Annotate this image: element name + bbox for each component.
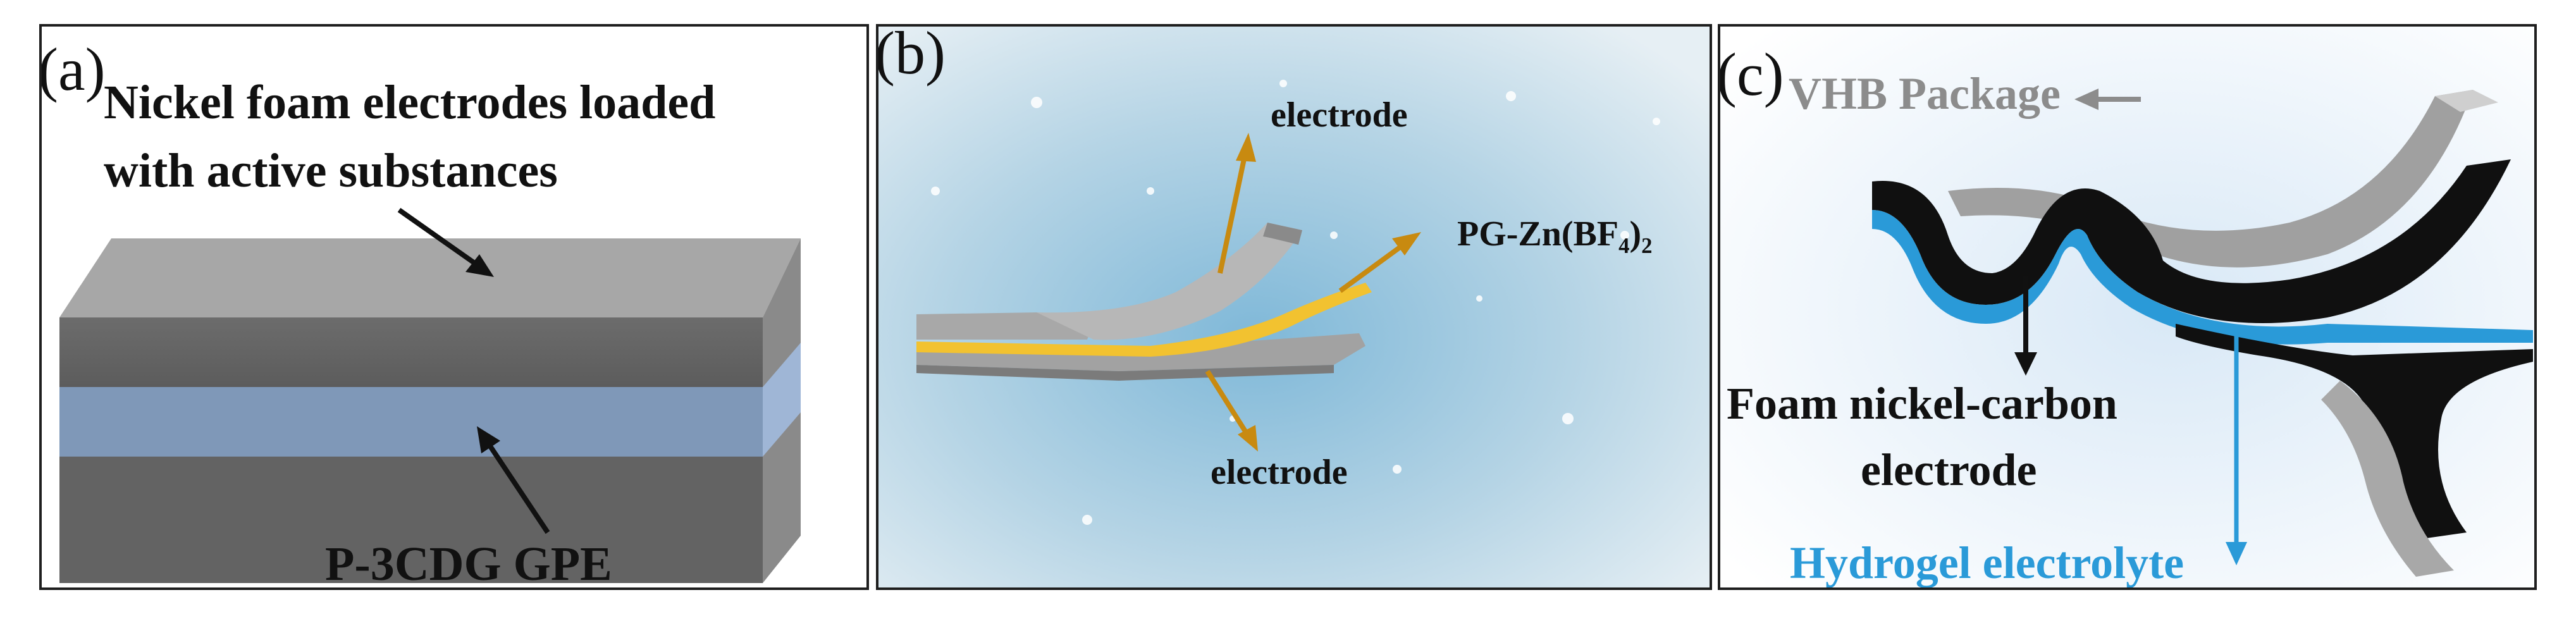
arrow-to-electrode bbox=[397, 207, 486, 273]
flexible-battery-illustration bbox=[1720, 27, 2534, 587]
panel-a: (a) Nickel foam electrodes loaded with a… bbox=[39, 24, 869, 590]
arrow-electrolyte bbox=[1338, 242, 1405, 293]
snow-flakes bbox=[931, 80, 1660, 525]
panel-a-label: (a) bbox=[39, 35, 106, 103]
gpe-layer bbox=[59, 387, 763, 457]
electrode-bottom-sheet bbox=[2176, 324, 2533, 539]
gpe-label: P-3CDG GPE bbox=[325, 538, 612, 590]
hydrogel-layer bbox=[1872, 210, 2533, 345]
snowy-background bbox=[878, 27, 1710, 587]
block-top-face bbox=[59, 238, 801, 317]
vhb-package-label: VHB Package bbox=[1789, 68, 2061, 119]
top-electrode-layer bbox=[59, 317, 763, 387]
bending-battery-illustration bbox=[878, 27, 1710, 587]
electrolyte-layer bbox=[916, 283, 1372, 357]
nickel-foam-label-line2: with active substances bbox=[104, 144, 558, 197]
electrode-top-sheet bbox=[1872, 159, 2511, 323]
arrow-to-gpe bbox=[482, 436, 550, 534]
hydrogel-electrolyte-label: Hydrogel electrolyte bbox=[1790, 538, 2185, 588]
electrode-bottom-label: electrode bbox=[1211, 453, 1348, 492]
arrow-electrode-top bbox=[1217, 152, 1248, 274]
panel-b-label: (b) bbox=[876, 24, 946, 87]
foam-electrode-label-line2: electrode bbox=[1861, 445, 2037, 495]
electrolyte-label: PG-Zn(BF4)2 bbox=[1457, 214, 1653, 259]
nickel-foam-label-line1: Nickel foam electrodes loaded bbox=[104, 76, 716, 129]
foam-electrode-label-line1: Foam nickel-carbon bbox=[1727, 378, 2117, 429]
panel-b: (b) electrode PG-Zn(BF4)2 electrode bbox=[876, 24, 1712, 590]
bottom-electrode-layer bbox=[59, 457, 763, 583]
block-side-gpe bbox=[763, 343, 801, 457]
top-electrode-base bbox=[916, 312, 1094, 340]
panel-c-label: (c) bbox=[1718, 40, 1784, 108]
panel-c: (c) VHB Package Foam nickel-carbon elect… bbox=[1718, 24, 2537, 590]
arrow-electrode-bottom bbox=[1205, 369, 1251, 438]
layered-electrode-block bbox=[59, 207, 801, 583]
electrode-top-label: electrode bbox=[1271, 95, 1408, 135]
top-electrode-curl bbox=[1037, 223, 1302, 340]
vhb-package-bottom bbox=[2321, 381, 2454, 577]
